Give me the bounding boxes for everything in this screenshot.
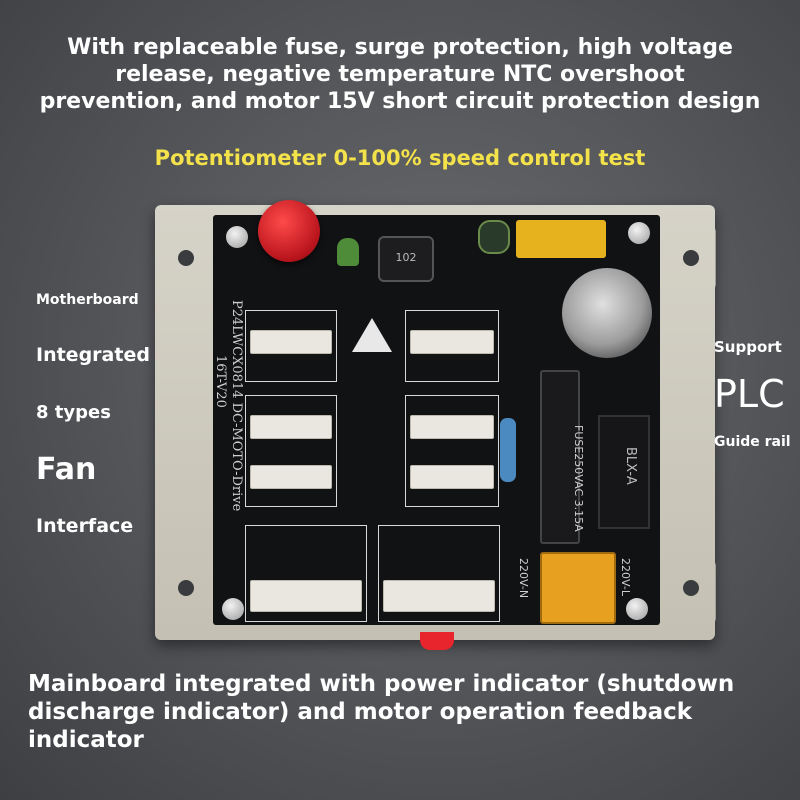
fan-connector — [410, 330, 494, 354]
label-support: Support — [714, 338, 782, 356]
connector-silk-box — [245, 310, 337, 382]
inductor-label: 102 — [395, 251, 417, 264]
screw — [628, 222, 650, 244]
fan-connector — [250, 580, 362, 612]
headline-line-1: With replaceable fuse, surge protection,… — [67, 35, 733, 60]
bottom-caption-line-2: discharge indicator) and motor operation… — [28, 699, 693, 725]
power-terminal-block — [540, 552, 616, 624]
electrolytic-capacitor — [562, 268, 652, 358]
label-motherboard: Motherboard — [36, 292, 139, 308]
connector-silk-box — [245, 525, 367, 622]
screw — [226, 226, 248, 248]
safety-capacitor — [516, 220, 606, 258]
fuse-label: FUSE250VAC 3.15A — [572, 425, 585, 532]
bottom-caption: Mainboard integrated with power indicato… — [28, 670, 788, 754]
mount-hole — [178, 580, 194, 596]
fan-connector — [250, 330, 332, 354]
headline-line-3: prevention, and motor 15V short circuit … — [39, 89, 761, 114]
warning-triangle-icon — [352, 318, 392, 352]
fan-connector — [410, 415, 494, 439]
mount-hole — [178, 250, 194, 266]
label-integrated: Integrated — [36, 344, 150, 366]
headline: With replaceable fuse, surge protection,… — [10, 34, 790, 115]
capacitor-small — [337, 238, 359, 266]
mount-hole — [683, 580, 699, 596]
headline-line-2: release, negative temperature NTC oversh… — [115, 62, 685, 87]
board-model-name: P24LWCX0814 DC-MOTO-Drive — [229, 300, 244, 511]
label-fan: Fan — [36, 452, 97, 487]
connector-silk-box — [245, 395, 337, 507]
board-version: 16T-V20 — [213, 355, 228, 408]
subline: Potentiometer 0-100% speed control test — [154, 146, 646, 170]
relay-model: BLX-A — [623, 447, 638, 485]
label-guide-rail: Guide rail — [714, 434, 791, 450]
board-model-label: 16T-V20 — [213, 355, 228, 408]
connector-silk-box — [405, 395, 499, 507]
bottom-caption-line-1: Mainboard integrated with power indicato… — [28, 671, 735, 697]
connector-silk-box — [378, 525, 500, 622]
potentiometer-knob — [258, 200, 320, 262]
relay: BLX-A — [598, 415, 650, 529]
resistor — [500, 418, 516, 482]
bottom-caption-line-3: indicator — [28, 727, 144, 753]
terminal-label-n: 220V-N — [517, 558, 530, 598]
screw — [222, 598, 244, 620]
connector-silk-box — [405, 310, 499, 382]
fan-connector — [250, 415, 332, 439]
fan-connector — [383, 580, 495, 612]
fan-connector — [250, 465, 332, 489]
relay-label: BLX-A — [623, 447, 638, 485]
fuse-rating: FUSE250VAC 3.15A — [572, 425, 585, 532]
label-plc: PLC — [714, 372, 785, 416]
fan-connector — [410, 465, 494, 489]
capacitor-small — [478, 220, 510, 254]
fuse-holder — [540, 370, 580, 544]
board-model: P24LWCX0814 DC-MOTO-Drive — [229, 300, 244, 512]
power-indicator-led — [420, 632, 454, 650]
label-interface: Interface — [36, 515, 134, 537]
terminal-label-l: 220V-L — [619, 558, 632, 596]
label-8-types: 8 types — [36, 402, 111, 423]
screw — [626, 598, 648, 620]
terminal-n: 220V-N — [517, 558, 530, 599]
terminal-l: 220V-L — [619, 558, 632, 596]
mount-hole — [683, 250, 699, 266]
inductor: 102 — [378, 236, 434, 282]
